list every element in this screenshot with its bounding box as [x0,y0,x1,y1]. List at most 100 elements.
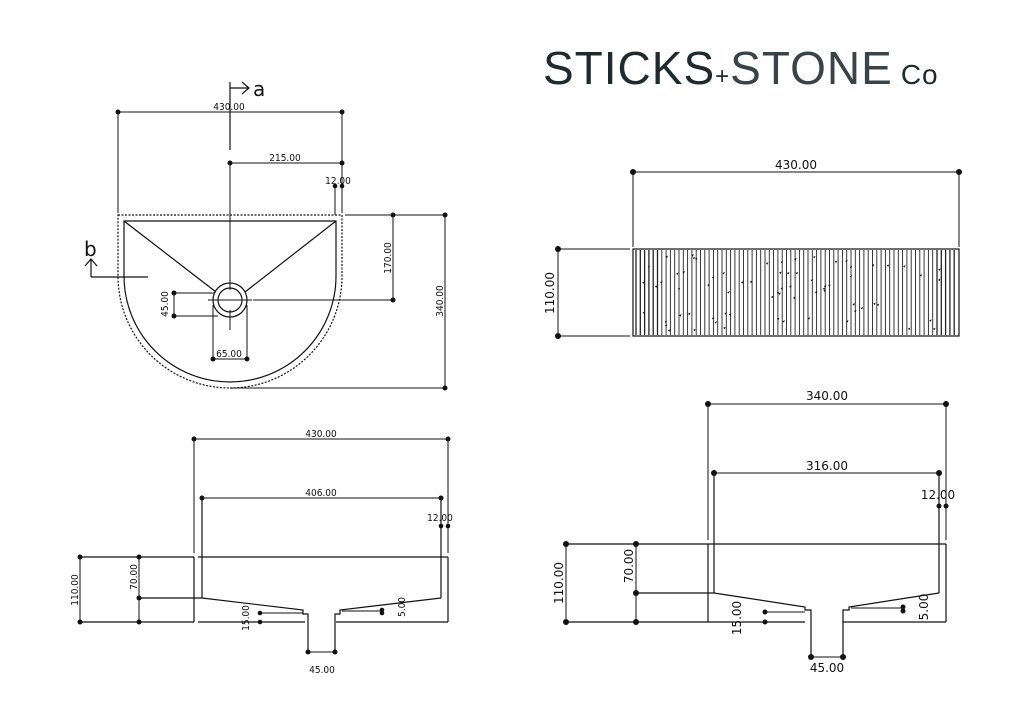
terrazzo-speckle [723,326,726,330]
terrazzo-speckle [687,312,691,316]
terrazzo-speckle [714,321,717,324]
terrazzo-speckle [749,280,753,284]
secA-dim-width: 430.00 [305,429,337,440]
terrazzo-speckle [793,296,796,300]
terrazzo-speckle [849,266,853,269]
terrazzo-speckle [664,320,668,324]
terrazzo-speckle [694,257,698,261]
terrazzo-speckle [692,256,696,260]
terrazzo-speckle [933,327,936,331]
terrazzo-speckle [853,310,857,313]
dim-rim: 12.00 [325,176,351,187]
dim-drain-x: 65.00 [216,349,242,360]
terrazzo-speckle [711,276,715,279]
terrazzo-speckle [642,311,646,314]
terrazzo-speckle [786,271,790,275]
terrazzo-speckle [834,260,838,264]
dim-drain-offset: 170.00 [383,242,394,274]
terrazzo-speckle [728,313,732,316]
terrazzo-speckle [693,328,696,332]
terrazzo-speckle [876,303,880,307]
terrazzo-speckle [691,254,694,257]
secA-dim-height: 110.00 [70,574,81,606]
terrazzo-speckle [776,291,780,295]
terrazzo-speckle [711,317,715,320]
terrazzo-speckle [807,317,811,320]
terrazzo-speckle [659,281,663,284]
terrazzo-speckle [846,320,849,323]
terrazzo-speckle [813,255,816,259]
terrazzo-speckle [707,283,710,287]
terrazzo-speckle [823,289,826,293]
dim-half-width: 215.00 [269,153,301,164]
terrazzo-speckle [886,264,890,267]
secA-dim-rim: 12.00 [427,513,453,524]
section-a-label: a [253,77,265,101]
terrazzo-speckle [654,285,658,288]
terrazzo-speckle [789,285,792,289]
terrazzo-speckle [780,287,784,290]
terrazzo-speckle [676,272,679,276]
terrazzo-speckle [852,303,855,306]
secA-dim-drain: 45.00 [309,665,335,676]
terrazzo-speckle [727,291,730,294]
terrazzo-speckle [849,275,853,278]
terrazzo-speckle [903,265,906,268]
terrazzo-speckle [667,329,671,332]
logo-sticks: STICKS [543,42,715,94]
secB-dim-drain: 45.00 [810,661,844,675]
secB-dim-slope: 5.00 [917,594,931,621]
terrazzo-speckle [823,285,827,288]
terrazzo-speckle [724,312,727,315]
terrazzo-speckle [682,271,685,274]
logo-stone: STONE [730,42,893,94]
terrazzo-speckle [664,324,668,327]
secB-dim-width: 340.00 [806,389,848,403]
terrazzo-speckle [919,274,923,277]
secB-dim-rim: 12.00 [921,488,955,502]
terrazzo-speckle [776,317,780,321]
terrazzo-speckle [679,314,682,317]
secA-dim-slope: 5.00 [397,597,408,617]
secA-dim-inner: 406.00 [305,488,337,499]
terrazzo-speckle [873,302,876,306]
elev-dim-width: 430.00 [775,158,817,172]
terrazzo-speckle [740,281,744,284]
terrazzo-speckle [871,264,875,267]
terrazzo-speckle [907,327,911,331]
dim-width: 430.00 [213,102,245,113]
elev-dim-height: 110.00 [543,272,557,314]
terrazzo-speckle [778,292,781,295]
terrazzo-speckle [647,265,651,269]
terrazzo-speckle [822,287,826,291]
terrazzo-speckle [722,271,725,275]
section-b-label: b [84,237,97,261]
terrazzo-speckle [845,259,848,263]
terrazzo-speckle [814,291,818,294]
terrazzo-speckle [642,281,645,284]
secB-dim-inner: 316.00 [806,459,848,473]
terrazzo-speckle [938,268,941,271]
plan-view: a b 430.00 215.00 12.00 170.00 340.00 [84,77,448,391]
terrazzo-speckle [665,255,669,259]
dim-drain-y: 45.00 [160,291,171,317]
terrazzo-speckle [860,307,864,310]
terrazzo-speckle [828,284,831,288]
secB-dim-height: 110.00 [552,562,566,604]
section-a-view: 430.00 406.00 12.00 110.00 70.00 15.00 5… [70,429,453,676]
terrazzo-speckle [938,278,941,282]
secA-dim-base: 15.00 [241,605,252,631]
terrazzo-speckle [677,287,681,291]
terrazzo-speckle [779,271,782,275]
terrazzo-speckle [765,262,769,265]
dim-depth: 340.00 [435,285,446,317]
terrazzo-speckle [770,295,774,299]
terrazzo-speckle [795,271,799,275]
secB-dim-base: 15.00 [730,601,744,635]
terrazzo-speckle [782,320,785,323]
front-elevation: 430.00 110.00 [543,158,962,339]
logo-co: Co [901,59,939,90]
